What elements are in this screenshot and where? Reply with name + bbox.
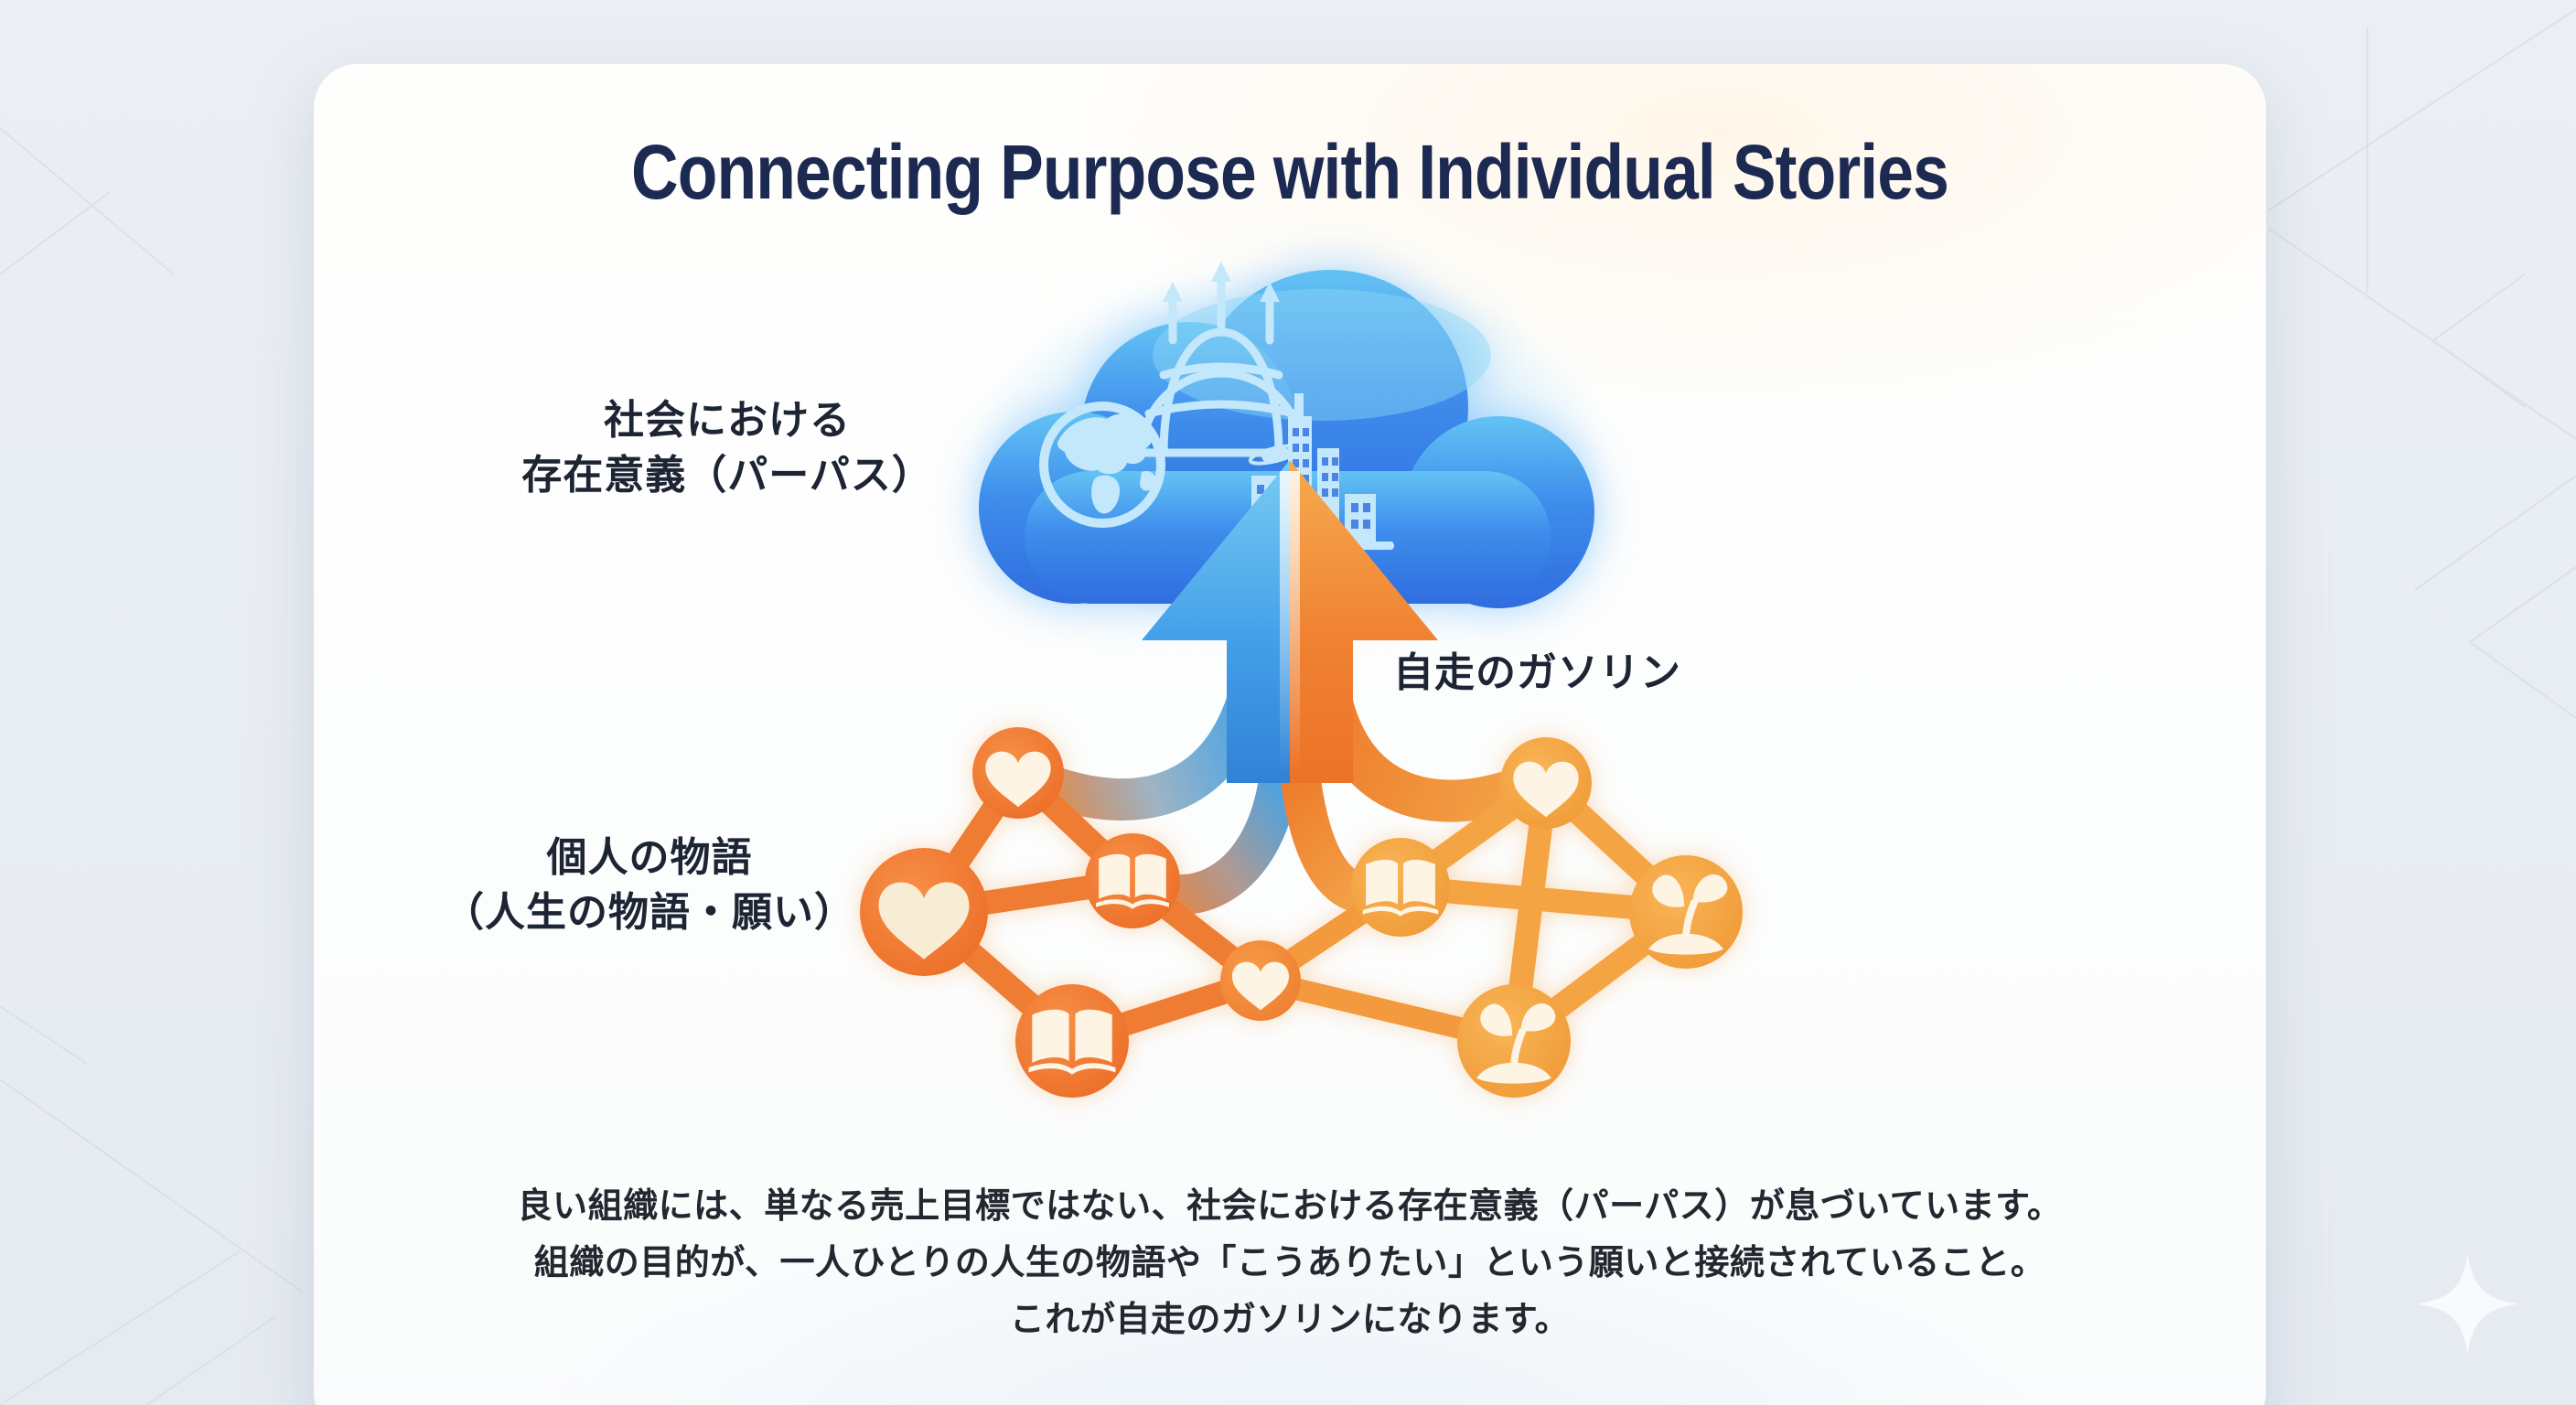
personal-story-label-line1: 個人の物語 (546, 835, 753, 880)
purpose-label: 社会における 存在意義（パーパス） (393, 393, 1061, 503)
book-node (1015, 984, 1129, 1098)
up-arrow-orange-half (1290, 460, 1438, 640)
purpose-cloud (979, 270, 1594, 608)
diagram-illustration (860, 210, 1743, 1098)
heart-node (972, 727, 1064, 819)
book-node (1351, 838, 1450, 937)
story-network (860, 727, 1743, 1098)
personal-story-label-line2: （人生の物語・願い） (444, 890, 855, 935)
sprout-node (1457, 984, 1571, 1098)
sparkle-icon (2416, 1252, 2519, 1356)
arrow-center-seam (1280, 471, 1300, 773)
network-nodes (860, 727, 1743, 1098)
personal-story-label: 個人の物語 （人生の物語・願い） (316, 831, 983, 940)
book-node (1085, 833, 1180, 928)
purpose-label-line1: 社会における (604, 398, 851, 443)
caption: 良い組織には、単なる売上目標ではない、社会における存在意義（パーパス）が息づいて… (314, 1178, 2266, 1348)
globe-icon (1039, 402, 1165, 528)
heart-node (1220, 940, 1301, 1021)
heart-node (860, 848, 988, 976)
caption-line3: これが自走のガソリンになります。 (1009, 1301, 1571, 1339)
caption-line1: 良い組織には、単なる売上目標ではない、社会における存在意義（パーパス）が息づいて… (517, 1187, 2063, 1226)
heart-node (1500, 737, 1592, 829)
purpose-label-line2: 存在意義（パーパス） (521, 453, 933, 498)
page-title: Connecting Purpose with Individual Stori… (630, 129, 1949, 215)
up-arrow-blue-half (1142, 460, 1290, 640)
sprout-node (1629, 855, 1743, 969)
caption-line2: 組織の目的が、一人ひとりの人生の物語や「こうありたい」という願いと接続されている… (533, 1244, 2046, 1282)
up-arrow (1142, 460, 1438, 783)
